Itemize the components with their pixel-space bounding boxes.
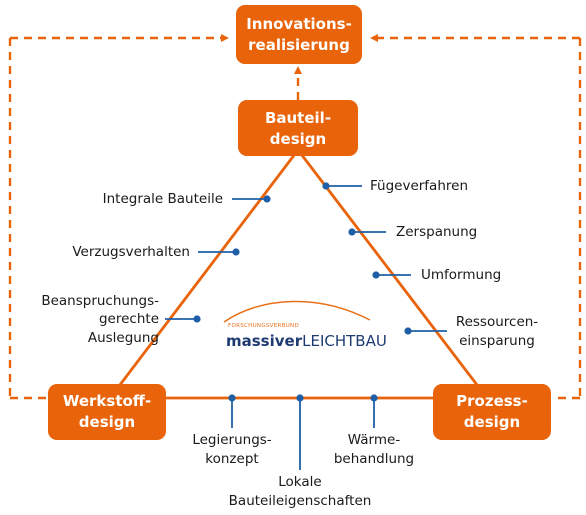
label-legierung-line2: konzept [205, 451, 258, 467]
triangle-left-edge [108, 149, 300, 399]
box-bauteil-line1: Bauteil- [265, 109, 331, 127]
label-zerspanung: Zerspanung [396, 224, 477, 240]
box-innovation-line2: realisierung [248, 36, 350, 54]
label-beanspruchung-line3: Auslegung [88, 330, 159, 346]
dot-beanspruchung [193, 315, 201, 323]
callout-dots [193, 182, 412, 402]
box-werkstoff-line2: design [79, 413, 135, 431]
logo-light-text: LEICHTBAU [302, 332, 387, 350]
dot-ressourcen [404, 327, 412, 335]
dot-integrale [263, 195, 271, 203]
dot-lokale [296, 394, 304, 402]
dot-fuege [322, 182, 330, 190]
logo-bold-text: massiver [226, 332, 303, 350]
label-beanspruchung-line2: gerechte [99, 311, 159, 327]
label-integrale-bauteile: Integrale Bauteile [103, 191, 223, 207]
logo-massiver-leichtbau: FORSCHUNGSVERBUND massiverLEICHTBAU [223, 300, 387, 350]
feedback-loop [8, 34, 582, 400]
box-bauteil-line2: design [270, 130, 326, 148]
label-legierung-line1: Legierungs- [192, 432, 271, 448]
box-prozess-line2: design [464, 413, 520, 431]
dot-legierung [228, 394, 236, 402]
box-werkstoff-line1: Werkstoff- [63, 392, 151, 410]
label-verzugsverhalten: Verzugsverhalten [72, 244, 190, 260]
box-innovation: Innovations- realisierung [236, 5, 362, 64]
box-werkstoff: Werkstoff- design [48, 384, 166, 440]
box-prozess-line1: Prozess- [456, 392, 528, 410]
logo-swoosh [223, 300, 371, 323]
dot-zerspanung [348, 228, 356, 236]
triangle-right-edge [296, 149, 489, 399]
dot-verzug [232, 248, 240, 256]
dot-umformung [372, 271, 380, 279]
box-prozess: Prozess- design [433, 384, 551, 440]
box-innovation-line1: Innovations- [246, 15, 352, 33]
label-waerme-line1: Wärme- [348, 432, 401, 448]
label-fuegeverfahren: Fügeverfahren [370, 178, 468, 194]
label-lokale-line2: Bauteileigenschaften [229, 493, 372, 509]
callout-lines [165, 185, 447, 470]
box-bauteil: Bauteil- design [238, 100, 358, 156]
logo-wordmark: massiverLEICHTBAU [226, 332, 387, 350]
label-ressourcen-line2: einsparung [459, 333, 535, 349]
logo-top-text: FORSCHUNGSVERBUND [228, 323, 299, 329]
label-lokale-line1: Lokale [278, 474, 321, 490]
label-beanspruchung-line1: Beanspruchungs- [41, 293, 159, 309]
label-waerme-line2: behandlung [334, 451, 414, 467]
label-umformung: Umformung [421, 267, 501, 283]
label-ressourcen-line1: Ressourcen- [456, 314, 538, 330]
dot-waerme [370, 394, 378, 402]
